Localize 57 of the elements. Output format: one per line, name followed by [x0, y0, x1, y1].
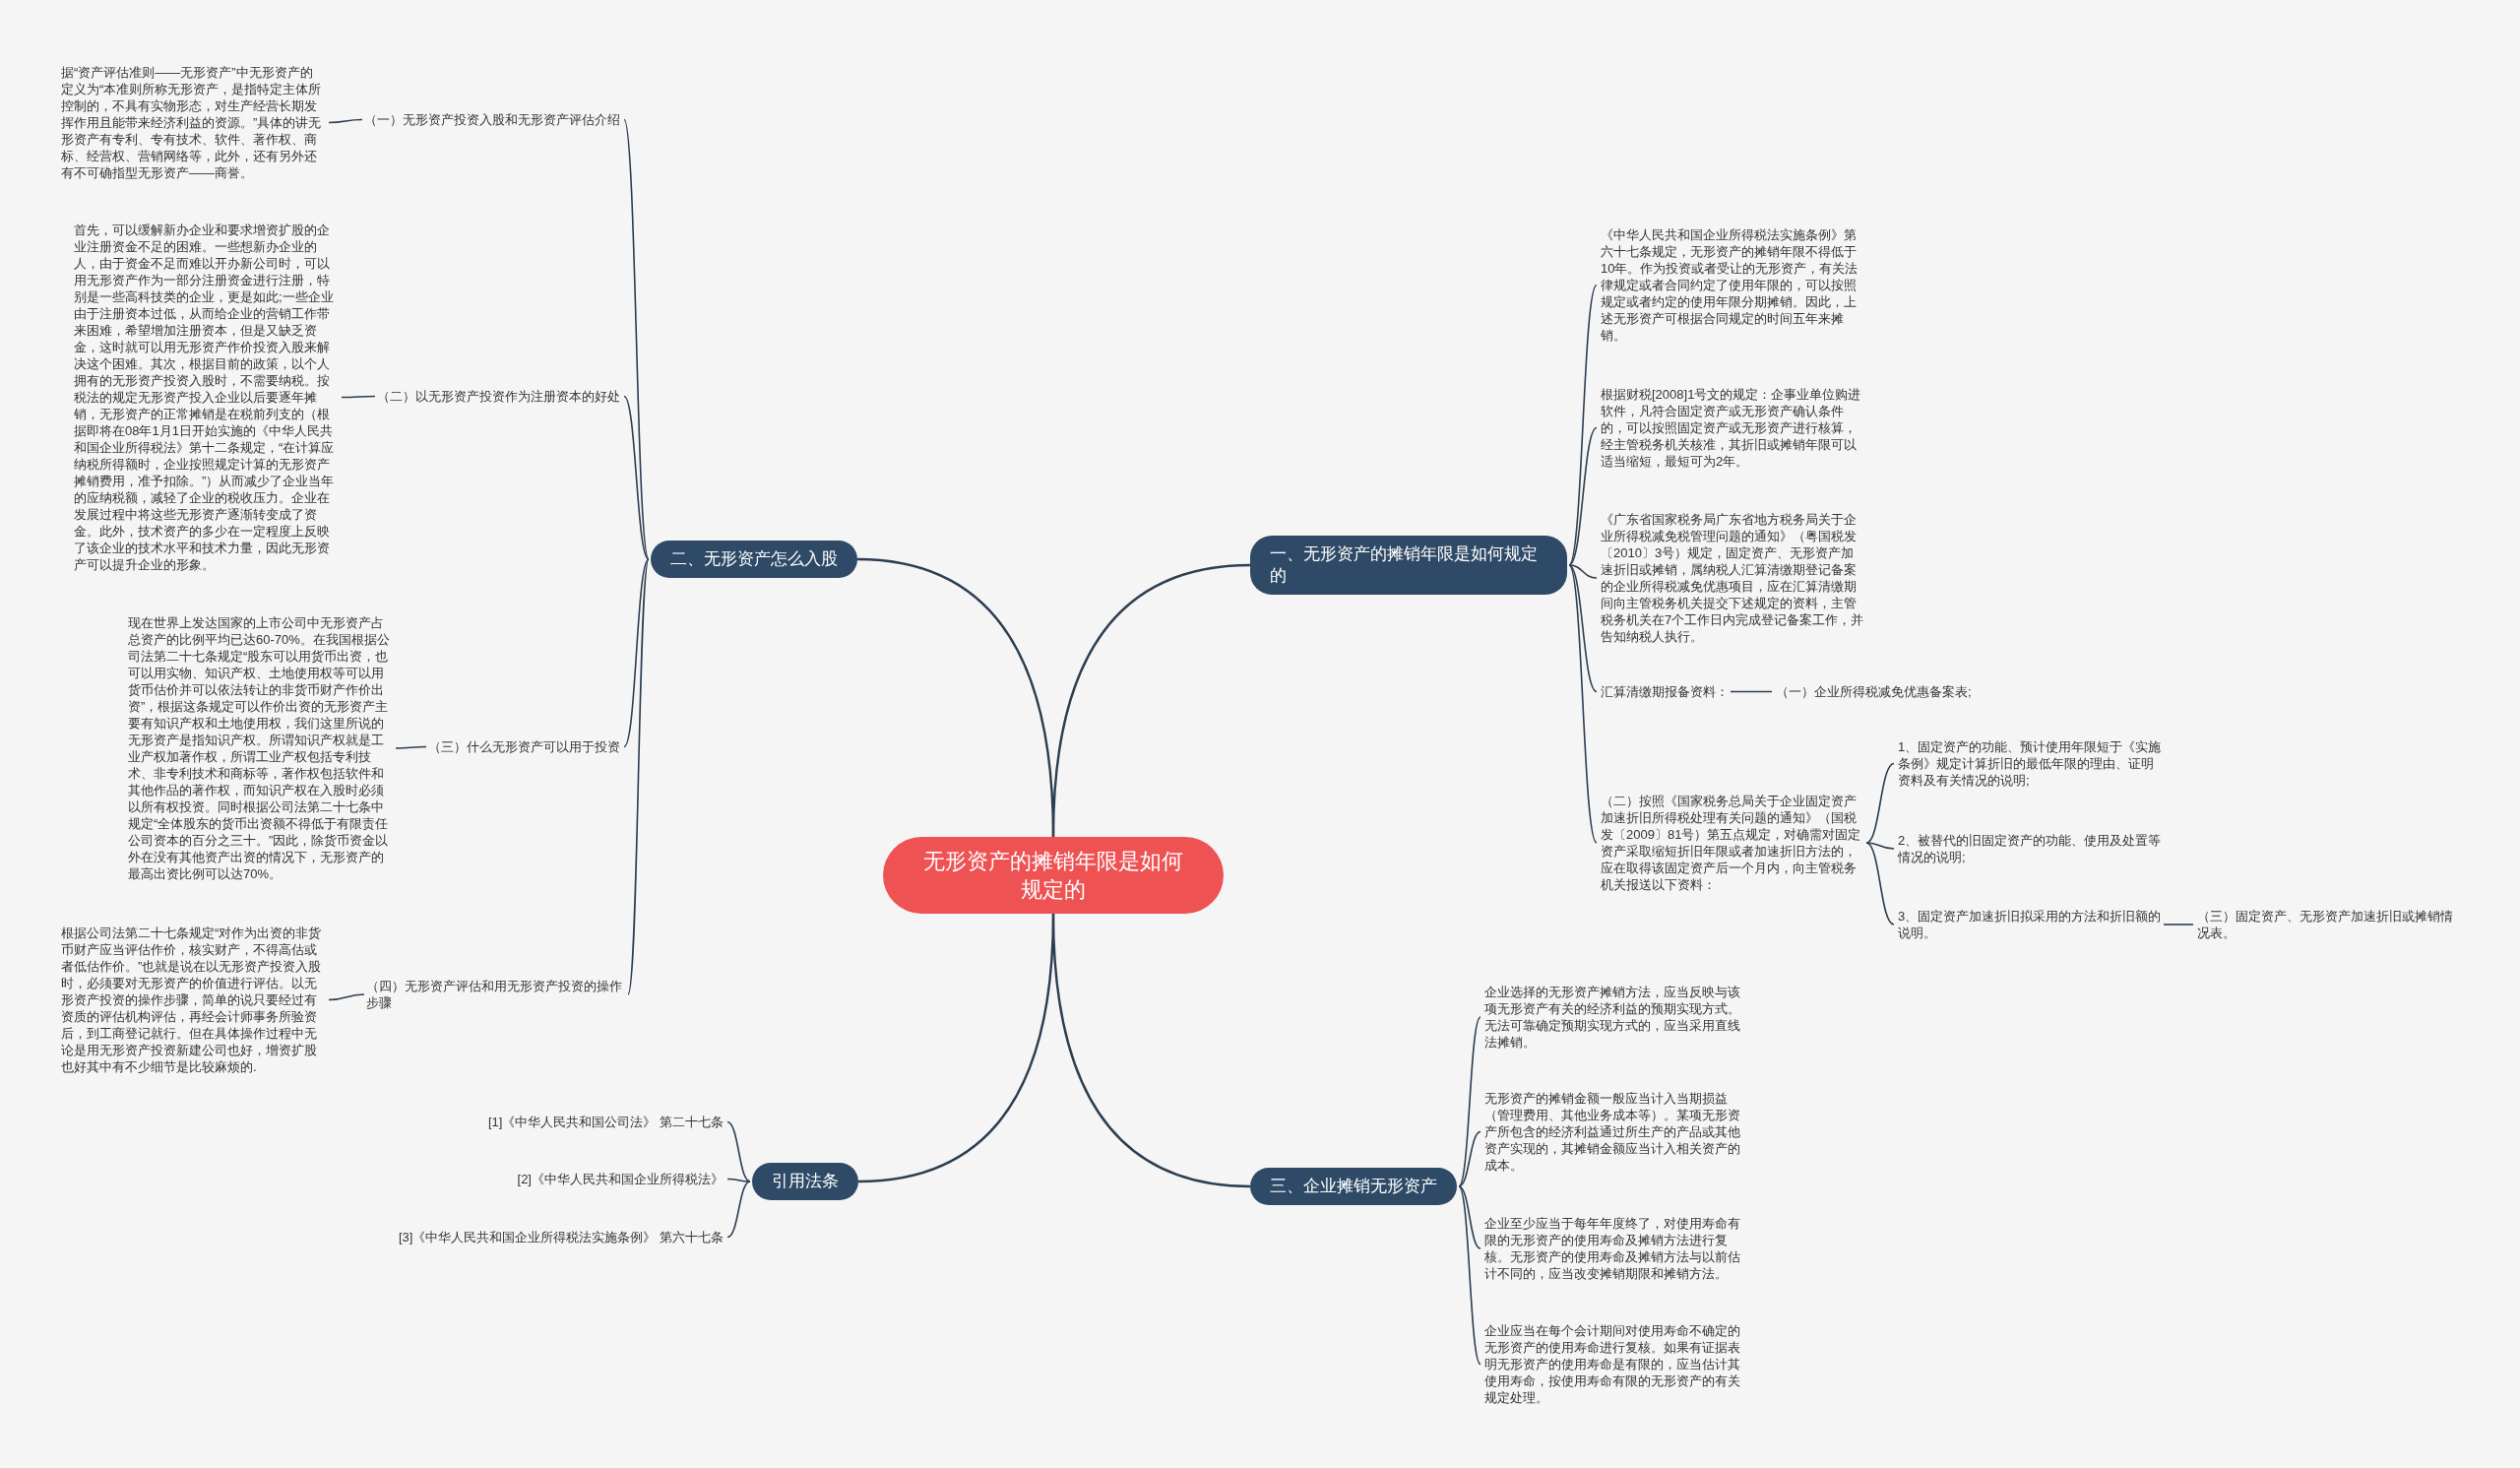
branch-topic-box: 引用法条	[752, 1163, 858, 1200]
branch-topic-box: 二、无形资产怎么入股	[651, 541, 857, 578]
topic-text: 据“资产评估准则——无形资产”中无形资产的定义为“本准则所称无形资产，是指特定主体所控制的，不具有实物形态，对生产经营长期发挥作用且能带来经济利益的资源。”具体的讲无形资产有专利、专有技术、软件、著作权、商标、经营权、营销网络等，此外，还有另外还有不可确指型无形资产——商誉。	[61, 64, 325, 181]
topic-text: 企业应当在每个会计期间对使用寿命不确定的无形资产的使用寿命进行复核。如果有证据表明无形资产的使用寿命是有限的，应当估计其使用寿命，按使用寿命有限的无形资产的有关规定处理。	[1484, 1322, 1748, 1406]
connector-line	[1865, 842, 1895, 850]
connector-line	[1568, 284, 1598, 566]
connector-line	[857, 913, 1055, 1183]
topic-text: （三）固定资产、无形资产加速折旧或摊销情况表。	[2197, 908, 2461, 941]
connector-line	[726, 1120, 751, 1182]
topic-text: [1]《中华人民共和国公司法》 第二十七条	[487, 1114, 724, 1130]
connector-line	[1458, 1130, 1481, 1187]
connector-line	[726, 1181, 751, 1239]
topic-text: 1、固定资产的功能、预计使用年限短于《实施条例》规定计算折旧的最低年限的理由、证明资料及有关情况的说明;	[1898, 738, 2162, 789]
connector-line	[328, 993, 365, 1001]
topic-text: 《中华人民共和国企业所得税法实施条例》第六十七条规定，无形资产的摊销年限不得低于10年。作为投资或者受让的无形资产，有关法律规定或者合同约定了使用年限的，可以按照规定或者约定的使用年限分期摊销。因此，上述无形资产可根据合同规定的时间五年来摊销。	[1601, 226, 1864, 344]
connector-line	[623, 395, 650, 560]
topic-text: 3、固定资产加速折旧拟采用的方法和折旧额的说明。	[1898, 908, 2162, 941]
connector-line	[1458, 1185, 1481, 1366]
topic-text: 根据财税[2008]1号文的规定：企事业单位购进软件，凡符合固定资产或无形资产确认条件的，可以按照固定资产或无形资产进行核算，经主管税务机关核准，其折旧或摊销年限可以适当缩短，最短可为2年。	[1601, 386, 1864, 470]
central-topic-box: 无形资产的摊销年限是如何规定的	[883, 837, 1224, 914]
topic-text: （二）按照《国家税务总局关于企业固定资产加速折旧所得税处理有关问题的通知》（国税发〔2009〕81号）第五点规定，对确需对固定资产采取缩短折旧年限或者加速折旧方法的，应在取得该固定资产后一个月内，向主管税务机关报送以下资料：	[1601, 793, 1864, 893]
topic-text: 2、被替代的旧固定资产的功能、使用及处置等情况的说明;	[1898, 832, 2162, 865]
connector-line	[1458, 1185, 1481, 1249]
connector-line	[627, 558, 650, 995]
branch-topic-box: 一、无形资产的摊销年限是如何规定的	[1250, 536, 1567, 595]
connector-line	[1568, 564, 1598, 844]
topic-text: 无形资产的摊销金额一般应当计入当期损益（管理费用、其他业务成本等）。某项无形资产所包含的经济利益通过所生产的产品或其他资产实现的，其摊销金额应当计入相关资产的成本。	[1484, 1090, 1748, 1174]
connector-line	[2163, 924, 2194, 925]
connector-line	[623, 118, 650, 560]
topic-text: 现在世界上发达国家的上市公司中无形资产占总资产的比例平均已达60-70%。在我国根据公司法第二十七条规定“股东可以用货币出资，也可以用实物、知识产权、土地使用权等可以用货币估价并可以依法转让的非货币财产作价出资”，根据这条规定可以作价出资的无形资产主要有知识产权和土地使用权，我们这里所说的无形资产是指知识产权。所谓知识产权就是工业产权加著作权，所谓工业产权包括专利技术、非专利技术和商标等，著作权包括软件和其他作品的著作权，而知识产权在入股时必须以所有权投资。同时根据公司法第二十七条中规定“全体股东的货币出资额不得低于有限责任公司资本的百分之三十。”因此，除货币资金以外在没有其他资产出资的情况下，无形资产的最高出资比例可以达70%。	[128, 614, 392, 882]
connector-line	[1458, 1016, 1481, 1187]
topic-text: （二）以无形资产投资作为注册资本的好处	[377, 388, 620, 405]
connector-line	[1730, 690, 1773, 693]
topic-text: 《广东省国家税务局广东省地方税务局关于企业所得税减免税管理问题的通知》（粤国税发〔2010〕3号）规定，固定资产、无形资产加速折旧或摊销，属纳税人汇算清缴期登记备案的企业所得税减免优惠项目，应在汇算清缴期间向主管税务机关提交下述规定的资料，主管税务机关在7个工作日内完成登记备案工作，并告知纳税人执行。	[1601, 511, 1864, 645]
topic-text: 根据公司法第二十七条规定“对作为出资的非货币财产应当评估作价，核实财产，不得高估或者低估作价。”也就是说在以无形资产投资入股时，必须要对无形资产的价值进行评估。以无形资产投资的操作步骤，简单的说只要经过有资质的评估机构评估，再经会计师事务所验资后，到工商登记就行。但在具体操作过程中无论是用无形资产投资新建公司也好，增资扩股也好其中有不少细节是比较麻烦的.	[61, 925, 325, 1075]
topic-text: 首先，可以缓解新办企业和要求增资扩股的企业注册资金不足的困难。一些想新办企业的人，由于资金不足而难以开办新公司时，可以用无形资产作为一部分注册资金进行注册，特别是一些高科技类的企业，更是如此;一些企业由于注册资本过低，从而给企业的营销工作带来困难，希望增加注册资本，但是又缺乏资金，这时就可以用无形资产作价投资入股来解决这个困难。其次，根据目前的政策，以个人拥有的无形资产投资入股时，不需要纳税。按税法的规定无形资产投入企业以后要逐年摊销，无形资产的正常摊销是在税前列支的（根据即将在08年1月1日开始实施的《中华人民共和国企业所得税法》第十二条规定，“在计算应纳税所得额时，企业按照规定计算的无形资产摊销费用，准予扣除。”）从而减少了企业当年的应纳税额，减轻了企业的税收压力。企业在发展过程中将这些无形资产逐渐转变成了资金。此外，技术资产的多少在一定程度上反映了该企业的技术水平和技术力量，因此无形资产可以提升企业的形象。	[74, 222, 338, 573]
topic-text: [3]《中华人民共和国企业所得税法实施条例》 第六十七条	[398, 1229, 724, 1245]
connector-line	[1568, 426, 1598, 566]
topic-text: （一）无形资产投资入股和无形资产评估介绍	[364, 111, 620, 128]
topic-text: （一）企业所得税减免优惠备案表;	[1776, 683, 1972, 700]
topic-text: 汇算清缴期报备资料：	[1601, 683, 1729, 700]
connector-line	[1865, 762, 1895, 844]
connector-line	[341, 395, 376, 399]
connector-line	[395, 745, 427, 749]
topic-text: （四）无形资产评估和用无形资产投资的操作步骤	[366, 978, 624, 1011]
branch-topic-box: 三、企业摊销无形资产	[1250, 1168, 1457, 1205]
connector-line	[328, 118, 363, 124]
topic-text: 企业至少应当于每年年度终了，对使用寿命有限的无形资产的使用寿命及摊销方法进行复核。无形资产的使用寿命及摊销方法与以前估计不同的，应当改变摊销期限和摊销方法。	[1484, 1215, 1748, 1282]
connector-line	[1865, 842, 1895, 925]
connector-line	[856, 557, 1055, 838]
connector-line	[1568, 564, 1598, 693]
connector-line	[623, 558, 650, 748]
connector-line	[726, 1178, 751, 1182]
topic-text: （三）什么无形资产可以用于投资	[428, 738, 620, 755]
connector-line	[1568, 564, 1598, 579]
topic-text: [2]《中华人民共和国企业所得税法》	[517, 1171, 724, 1187]
topic-text: 企业选择的无形资产摊销方法，应当反映与该项无形资产有关的经济利益的预期实现方式。无法可靠确定预期实现方式的，应当采用直线法摊销。	[1484, 984, 1748, 1051]
